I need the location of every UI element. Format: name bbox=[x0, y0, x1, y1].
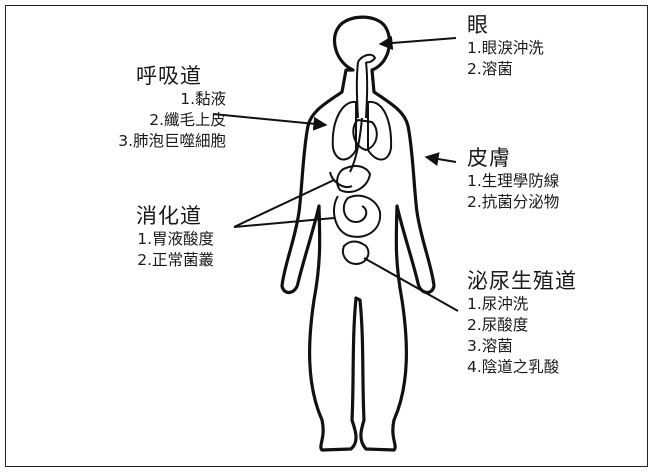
respiratory-heading: 呼吸道 bbox=[60, 63, 226, 89]
eye-item-2: 2.溶菌 bbox=[467, 59, 544, 80]
respiratory-item-2: 2.纖毛上皮 bbox=[60, 110, 226, 131]
trachea bbox=[357, 62, 367, 118]
intestines bbox=[334, 196, 380, 237]
urogenital-item-4: 4.陰道之乳酸 bbox=[467, 357, 577, 378]
urogenital-heading: 泌尿生殖道 bbox=[467, 268, 577, 294]
urogenital-line bbox=[364, 258, 458, 311]
digestive-item-1: 1.胃液酸度 bbox=[60, 229, 226, 250]
nasal-cavity bbox=[358, 55, 375, 63]
stomach bbox=[337, 166, 370, 192]
skin-item-1: 1.生理學防線 bbox=[467, 171, 559, 192]
digestive-tract-group: 消化道 1.胃液酸度 2.正常菌叢 bbox=[60, 203, 226, 271]
bladder bbox=[343, 242, 368, 265]
eye-arrow bbox=[380, 38, 456, 44]
urogenital-item-1: 1.尿沖洗 bbox=[467, 294, 577, 315]
respiratory-item-1: 1.黏液 bbox=[60, 89, 226, 110]
skin-item-2: 2.抗菌分泌物 bbox=[467, 192, 559, 213]
respiratory-tract-group: 呼吸道 1.黏液 2.纖毛上皮 3.肺泡巨噬細胞 bbox=[60, 63, 226, 152]
pointer-lines bbox=[213, 38, 458, 311]
eye-heading: 眼 bbox=[467, 12, 544, 38]
skin-group: 皮膚 1.生理學防線 2.抗菌分泌物 bbox=[467, 145, 559, 213]
skin-arrow bbox=[426, 157, 456, 162]
skin-heading: 皮膚 bbox=[467, 145, 559, 171]
internal-organs bbox=[330, 55, 391, 264]
digestive-heading: 消化道 bbox=[60, 203, 226, 229]
eye-item-1: 1.眼淚沖洗 bbox=[467, 38, 544, 59]
eye-group: 眼 1.眼淚沖洗 2.溶菌 bbox=[467, 12, 544, 80]
urogenital-item-2: 2.尿酸度 bbox=[467, 315, 577, 336]
lung-right bbox=[368, 102, 391, 160]
urogenital-tract-group: 泌尿生殖道 1.尿沖洗 2.尿酸度 3.溶菌 4.陰道之乳酸 bbox=[467, 268, 577, 378]
body-outline bbox=[282, 17, 434, 450]
urogenital-item-3: 3.溶菌 bbox=[467, 336, 577, 357]
digestive-item-2: 2.正常菌叢 bbox=[60, 250, 226, 271]
respiratory-item-3: 3.肺泡巨噬細胞 bbox=[60, 131, 226, 152]
